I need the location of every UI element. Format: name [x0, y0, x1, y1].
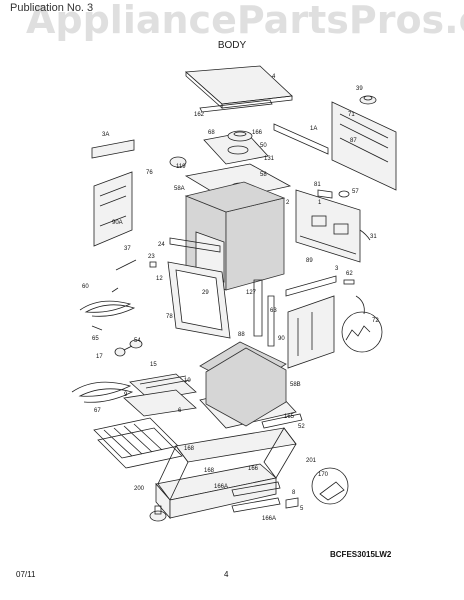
- callout-label: 76: [146, 170, 153, 176]
- part-clip: [149, 261, 157, 268]
- publication-line: Publication No. 3: [10, 2, 94, 14]
- callout-label: 24: [158, 242, 165, 248]
- callout-label: 65: [92, 336, 99, 342]
- callout-label: 89: [306, 258, 313, 264]
- callout-label: 58A: [174, 186, 185, 192]
- callout-label: 71: [348, 112, 355, 118]
- callout-label: 131: [264, 156, 275, 162]
- callout-label: 9: [124, 392, 128, 398]
- part-anti-tip-inset: [285, 467, 349, 509]
- footer-date: 07/11: [16, 570, 36, 579]
- callout-label: 166: [248, 466, 259, 472]
- part-bottom-panel: [199, 341, 297, 429]
- callout-label: 62: [346, 271, 353, 277]
- part-wiring: [359, 229, 371, 241]
- callout-label: 165: [284, 414, 295, 420]
- part-broil-pan: [123, 373, 197, 417]
- callout-label: 81: [314, 182, 321, 188]
- part-knob: [359, 95, 377, 105]
- callout-label: 50: [260, 143, 267, 149]
- callout-label: 1A: [310, 126, 317, 132]
- part-rail: [285, 275, 337, 297]
- callout-label: 8: [292, 490, 296, 496]
- callout-label: 37: [124, 246, 131, 252]
- callout-label: 168: [204, 468, 215, 474]
- callout-label: 166A: [214, 484, 228, 490]
- callout-label: 10: [184, 378, 191, 384]
- part-door-frame: [167, 261, 231, 339]
- callout-label: 58: [260, 172, 267, 178]
- part-detail-inset: [341, 295, 383, 353]
- part-left-bracket: [91, 139, 135, 159]
- callout-label: 67: [94, 408, 101, 414]
- part-bake-element: [71, 381, 134, 403]
- part-oven-cavity: [184, 181, 286, 291]
- callout-label: 52: [298, 424, 305, 430]
- callout-label: 39: [356, 86, 363, 92]
- callout-label: 3: [335, 266, 339, 272]
- callout-label: 200: [134, 486, 145, 492]
- callout-label: 63: [270, 308, 277, 314]
- callout-label: 68: [208, 130, 215, 136]
- callout-label: 23: [148, 254, 155, 260]
- part-light-socket: [114, 339, 143, 357]
- part-bolt: [343, 279, 355, 285]
- callout-label: 2: [286, 200, 290, 206]
- callout-label: 3A: [102, 132, 109, 138]
- callout-label: 72: [372, 318, 379, 324]
- callout-label: 170: [318, 472, 329, 478]
- part-lower-side-panel: [287, 295, 335, 369]
- callout-label: 90: [278, 336, 285, 342]
- callout-label: 54: [134, 338, 141, 344]
- callout-label: 127: [246, 290, 257, 296]
- part-rear-bracket: [273, 123, 329, 155]
- callout-label: 5: [300, 506, 304, 512]
- model-code: BCFES3015LW2: [330, 550, 392, 559]
- part-rear-panel: [331, 101, 397, 191]
- callout-label: 15: [150, 362, 157, 368]
- callout-label: 6: [178, 408, 182, 414]
- callout-label: 162: [194, 112, 205, 118]
- callout-label: 78: [166, 314, 173, 320]
- callout-label: 60: [82, 284, 89, 290]
- callout-label: 17: [96, 354, 103, 360]
- part-broil-element: [79, 287, 136, 317]
- part-top-cover: [185, 65, 293, 109]
- callout-label: 31: [370, 234, 377, 240]
- part-small-bracket: [317, 189, 350, 199]
- part-vertical-strip: [253, 279, 275, 347]
- part-base-frame: [155, 427, 297, 520]
- part-element-bracket: [91, 325, 103, 331]
- callout-label: 166A: [262, 516, 276, 522]
- callout-label: 12: [156, 276, 163, 282]
- callout-label: 4: [272, 74, 276, 80]
- section-title: BODY: [217, 40, 247, 51]
- part-vent-assembly: [203, 130, 269, 165]
- part-front-frame-strip: [169, 237, 221, 253]
- callout-label: 58B: [290, 382, 301, 388]
- callout-label: 1: [318, 200, 322, 206]
- part-left-side-panel: [93, 171, 133, 247]
- part-trim-strip: [199, 99, 273, 113]
- callout-label: 90A: [112, 220, 123, 226]
- watermark: AppliancePartsPros.com: [26, 0, 464, 42]
- part-probe: [115, 259, 137, 271]
- callout-label: 87: [350, 138, 357, 144]
- callout-label: 88: [238, 332, 245, 338]
- callout-label: 166: [252, 130, 263, 136]
- callout-label: 119: [176, 164, 186, 170]
- footer-page-number: 4: [224, 570, 229, 579]
- callout-label: 57: [352, 189, 359, 195]
- part-bottom-bracket: [261, 413, 303, 429]
- callout-label: 168: [184, 446, 195, 452]
- part-thermostat: [169, 156, 187, 168]
- part-right-side-panel: [295, 189, 361, 263]
- callout-label: 29: [202, 290, 209, 296]
- part-leveling-leg: [149, 505, 167, 522]
- callout-label: 201: [306, 458, 317, 464]
